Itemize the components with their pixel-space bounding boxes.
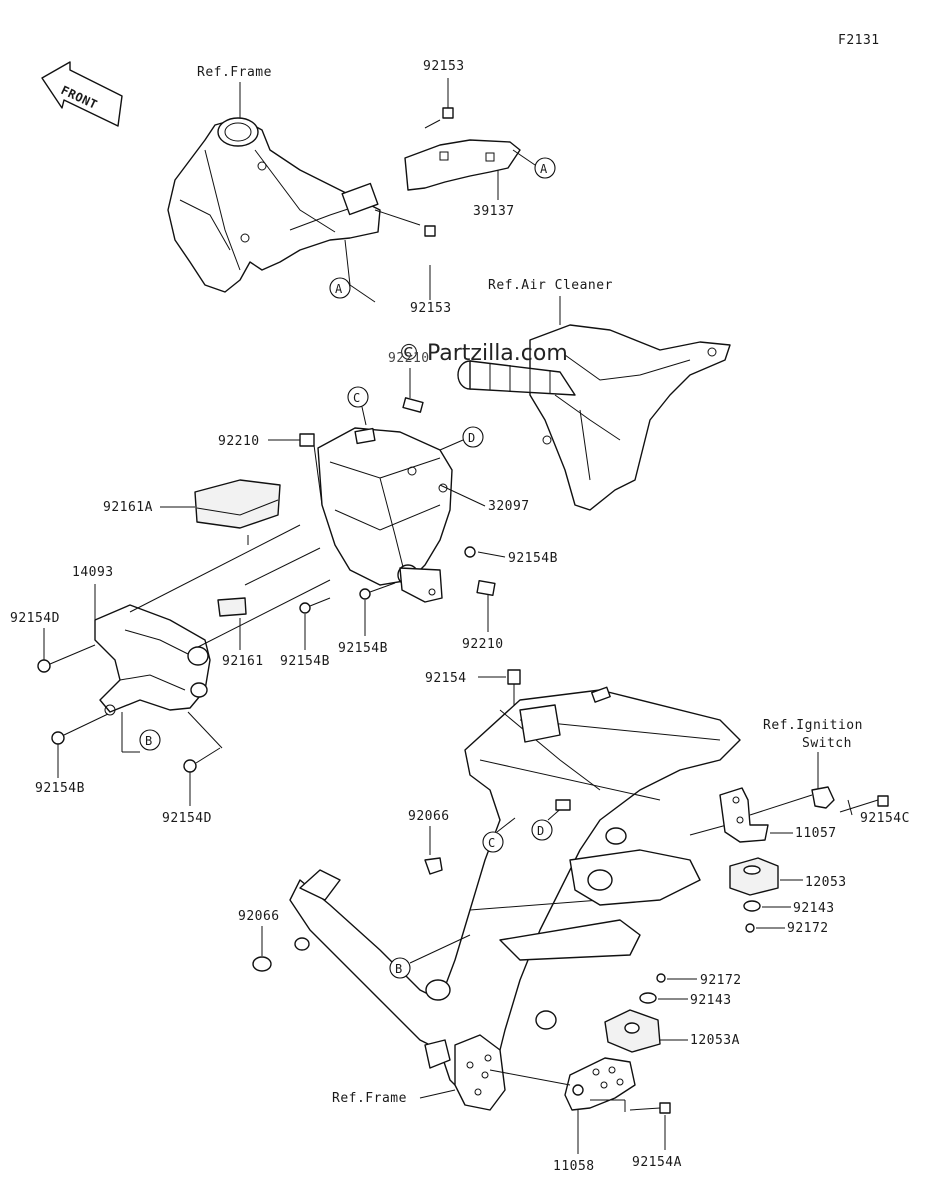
bolt-92154d-left — [37, 644, 96, 673]
bracket-ignition — [811, 786, 835, 809]
part-92153-top-label: 92153 — [423, 59, 465, 74]
clip-92210-top — [402, 397, 424, 413]
bolt-92154b-mid-1 — [299, 597, 331, 614]
bolt-92154b-right — [464, 546, 476, 558]
callout-d-top — [462, 426, 484, 448]
frame-tab-d — [555, 799, 571, 811]
callout-c-top — [347, 386, 369, 408]
bracket-11057 — [719, 787, 769, 843]
part-92154b-right-label: 92154B — [508, 551, 558, 566]
bolt-92154b-left — [51, 713, 109, 745]
damper-12053 — [729, 857, 779, 896]
part-92210-bottom-label: 92210 — [462, 637, 504, 652]
cover-14093 — [94, 604, 211, 716]
part-92154b-mid1-label: 92154B — [280, 654, 330, 669]
figure-code: F2131 — [838, 33, 880, 48]
damper-12053a — [604, 1009, 661, 1053]
bolt-92154d-bottom — [183, 747, 221, 773]
callout-a-left-letter: A — [335, 282, 343, 296]
part-12053-label: 12053 — [805, 875, 847, 890]
collar-92143-bottom — [639, 992, 657, 1004]
part-92172-bottom-label: 92172 — [700, 973, 742, 988]
grommet-92066-top — [424, 857, 443, 875]
callout-a-left — [329, 277, 351, 299]
part-32097-label: 32097 — [488, 499, 530, 514]
main-frame — [289, 686, 741, 1111]
bracket-39137 — [404, 139, 521, 191]
grommet-92066-left — [252, 956, 272, 972]
part-92154d-bottom-label: 92154D — [162, 811, 212, 826]
callout-a-right-letter: A — [540, 162, 548, 176]
part-92154d-left-label: 92154D — [10, 611, 60, 626]
part-92066-top-label: 92066 — [408, 809, 450, 824]
callout-d-top-letter: D — [468, 431, 476, 445]
battery-case-32097 — [317, 427, 453, 603]
screw-92172-bottom — [656, 973, 666, 983]
screw-92172-top — [745, 923, 755, 933]
ref-air-cleaner-label: Ref.Air Cleaner — [488, 278, 613, 293]
bolt-92154 — [507, 669, 521, 705]
part-92143-bottom-label: 92143 — [690, 993, 732, 1008]
callout-d-bottom — [531, 819, 553, 841]
clip-92210-bottom — [476, 580, 496, 596]
bolt-92154c — [839, 795, 889, 813]
part-92154b-left-label: 92154B — [35, 781, 85, 796]
callout-b-left-letter: B — [145, 734, 153, 748]
air-cleaner-box — [529, 324, 731, 511]
part-92154b-mid2-label: 92154B — [338, 641, 388, 656]
part-39137-label: 39137 — [473, 204, 515, 219]
bracket-11058 — [564, 1057, 636, 1111]
clip-92210-left — [299, 433, 315, 447]
ref-ignition-label-line1: Ref.Ignition — [763, 718, 863, 733]
part-92161a-label: 92161A — [103, 500, 153, 515]
frame-head-section — [167, 117, 381, 293]
part-92210-left-label: 92210 — [218, 434, 260, 449]
bolt-92153-top — [424, 107, 454, 129]
part-92153-bottom-label: 92153 — [410, 301, 452, 316]
callout-b-bottom-letter: B — [395, 962, 403, 976]
part-12053a-label: 12053A — [690, 1033, 740, 1048]
intake-duct — [457, 360, 576, 396]
bolt-92154a — [629, 1102, 671, 1114]
callout-c-bottom-letter: C — [488, 836, 496, 850]
callout-c-top-letter: C — [353, 391, 361, 405]
ref-frame-top-label: Ref.Frame — [197, 65, 272, 80]
ref-frame-bottom-label: Ref.Frame — [332, 1091, 407, 1106]
bolt-92153-bottom — [374, 209, 436, 237]
ref-ignition-label-line2: Switch — [802, 736, 852, 751]
part-92161-label: 92161 — [222, 654, 264, 669]
callout-c-bottom — [482, 831, 504, 853]
part-14093-label: 14093 — [72, 565, 114, 580]
part-11057-label: 11057 — [795, 826, 837, 841]
part-92066-left-label: 92066 — [238, 909, 280, 924]
callout-a-right — [534, 157, 556, 179]
part-92210-top-label: 92210 — [388, 351, 430, 366]
part-11058-label: 11058 — [553, 1159, 595, 1174]
pad-92161 — [217, 597, 247, 617]
collar-92143-top — [743, 900, 761, 912]
bolt-92154b-mid-2 — [359, 582, 396, 600]
callout-b-bottom — [389, 957, 411, 979]
callout-b-left — [139, 729, 161, 751]
part-92154-label: 92154 — [425, 671, 467, 686]
part-92172-top-label: 92172 — [787, 921, 829, 936]
part-92154a-label: 92154A — [632, 1155, 682, 1170]
watermark: © Partzilla.com — [398, 341, 568, 366]
part-92143-top-label: 92143 — [793, 901, 835, 916]
front-arrow-icon: FRONT — [41, 61, 123, 127]
pad-92161a — [194, 479, 281, 529]
callout-d-bottom-letter: D — [537, 824, 545, 838]
part-92154c-label: 92154C — [860, 811, 910, 826]
